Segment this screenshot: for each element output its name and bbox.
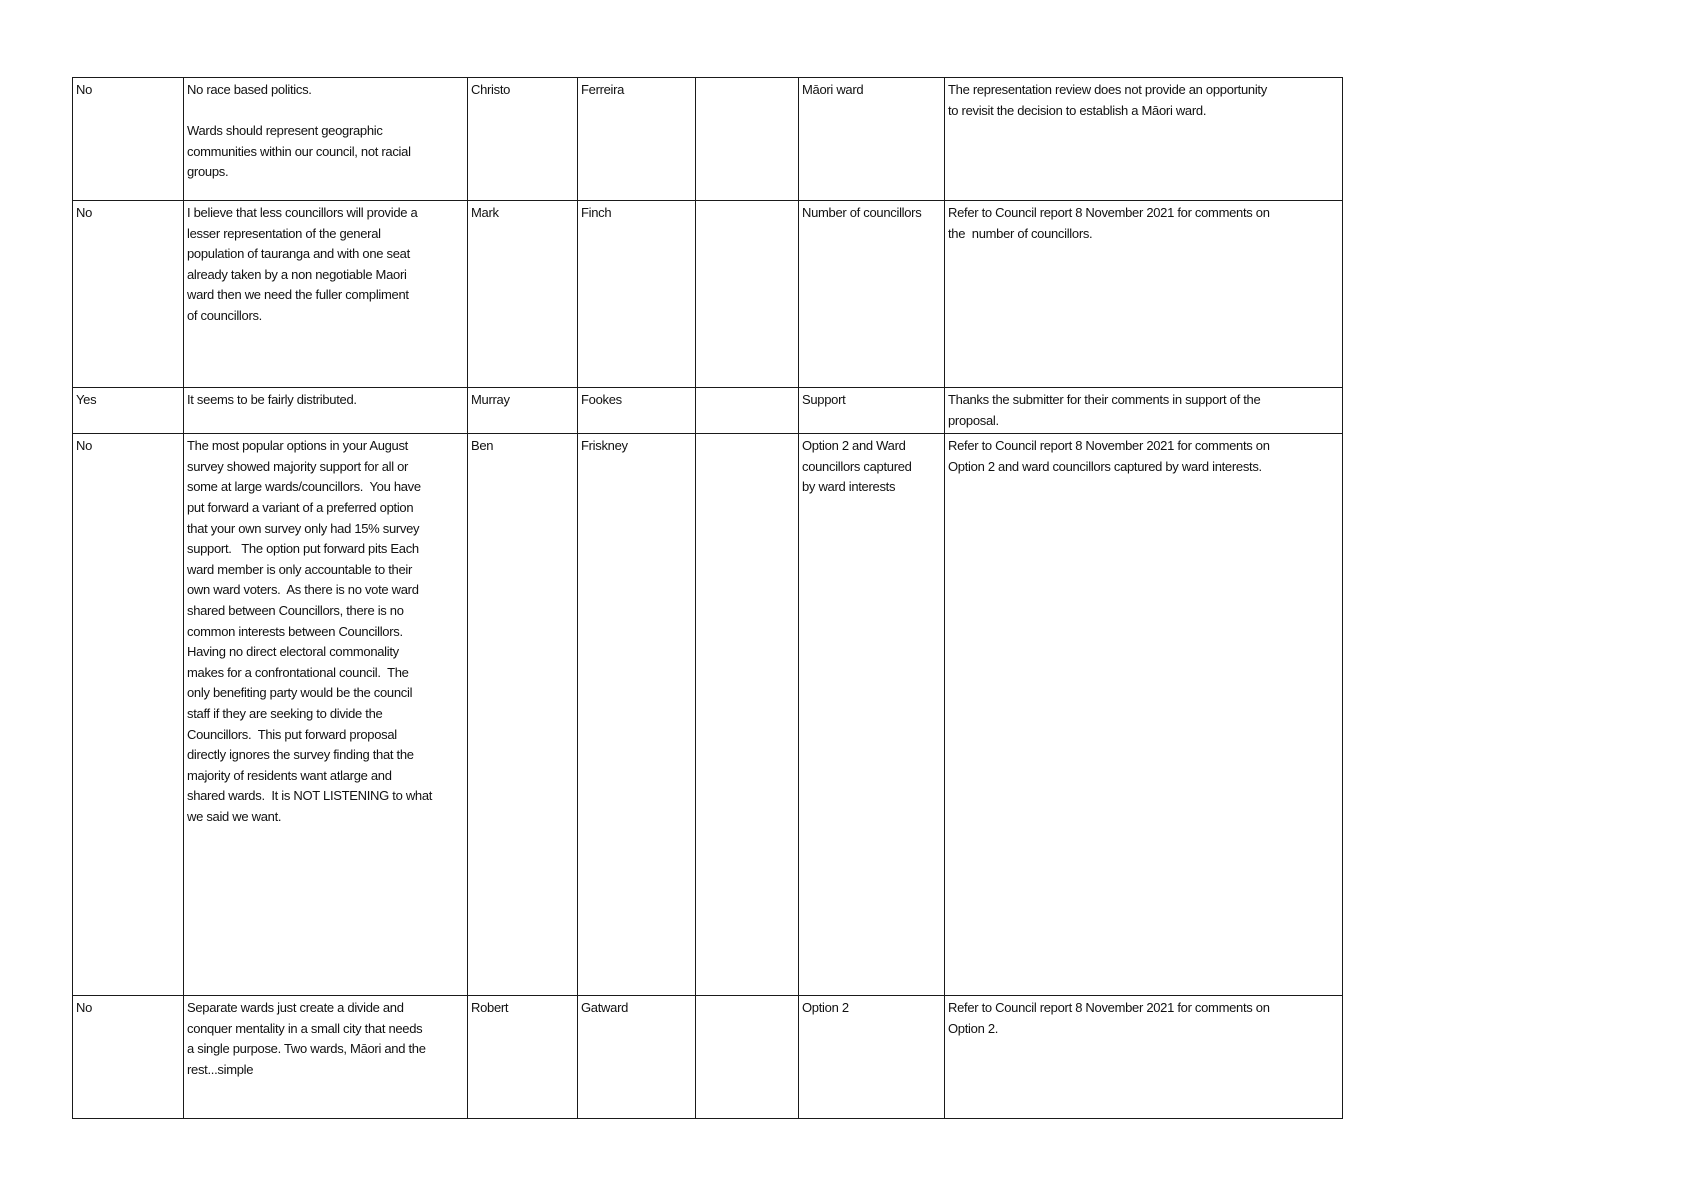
first-name-cell: Mark (467, 200, 578, 388)
response-cell: Refer to Council report 8 November 2021 … (944, 995, 1343, 1120)
topic-cell: Option 2 (798, 995, 945, 1120)
last-name-cell: Fookes (577, 386, 696, 435)
organisation-cell (695, 433, 799, 997)
first-name-cell: Christo (467, 77, 578, 201)
topic-cell: Option 2 and Ward councillors captured b… (798, 433, 945, 997)
support-cell: No (72, 995, 184, 1120)
comment-cell: I believe that less councillors will pro… (183, 200, 468, 388)
first-name-cell: Ben (467, 433, 578, 997)
first-name-cell: Murray (467, 386, 578, 435)
response-cell: Thanks the submitter for their comments … (944, 386, 1343, 435)
response-cell: Refer to Council report 8 November 2021 … (944, 200, 1343, 388)
response-cell: Refer to Council report 8 November 2021 … (944, 433, 1343, 997)
comment-cell: No race based politics. Wards should rep… (183, 77, 468, 201)
organisation-cell (695, 386, 799, 435)
comment-cell: It seems to be fairly distributed. (183, 386, 468, 435)
support-cell: No (72, 200, 184, 388)
support-cell: No (72, 77, 184, 201)
comment-cell: The most popular options in your August … (183, 433, 468, 997)
organisation-cell (695, 77, 799, 201)
topic-cell: Māori ward (798, 77, 945, 201)
last-name-cell: Gatward (577, 995, 696, 1120)
support-cell: Yes (72, 386, 184, 435)
response-cell: The representation review does not provi… (944, 77, 1343, 201)
organisation-cell (695, 200, 799, 388)
organisation-cell (695, 995, 799, 1120)
last-name-cell: Friskney (577, 433, 696, 997)
first-name-cell: Robert (467, 995, 578, 1120)
last-name-cell: Finch (577, 200, 696, 388)
last-name-cell: Ferreira (577, 77, 696, 201)
comment-cell: Separate wards just create a divide and … (183, 995, 468, 1120)
topic-cell: Support (798, 386, 945, 435)
support-cell: No (72, 433, 184, 997)
topic-cell: Number of councillors (798, 200, 945, 388)
